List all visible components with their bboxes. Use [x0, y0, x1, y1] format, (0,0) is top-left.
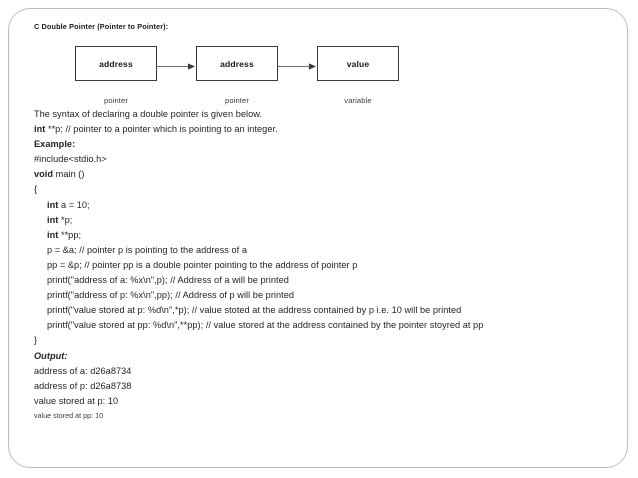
code-text: }: [34, 335, 38, 346]
code-text: a = 10;: [58, 199, 90, 210]
lesson-body: The syntax of declaring a double pointer…: [34, 107, 614, 423]
code-line: {: [34, 182, 614, 197]
code-line: pp = &p; // pointer pp is a double point…: [34, 258, 614, 273]
pointer-diagram: address address value pointer pointer va…: [9, 9, 629, 109]
diagram-box-pointer-2: address: [196, 46, 278, 81]
code-text: printf("value stored at pp: %d\n",**pp);…: [47, 320, 484, 331]
code-keyword: void: [34, 169, 54, 180]
code-line: printf("address of p: %x\n",pp); // Addr…: [34, 288, 614, 303]
diagram-caption-pointer-1: pointer: [104, 96, 128, 105]
code-text: printf("address of p: %x\n",pp); // Addr…: [47, 290, 295, 301]
slide-frame: C Double Pointer (Pointer to Pointer): a…: [8, 8, 628, 468]
code-text: p = &a; // pointer p is pointing to the …: [47, 244, 247, 255]
code-text: pp = &p; // pointer pp is a double point…: [47, 259, 358, 270]
diagram-caption-pointer-2: pointer: [225, 96, 249, 105]
code-line: p = &a; // pointer p is pointing to the …: [34, 243, 614, 258]
diagram-box-label: address: [220, 58, 254, 69]
output-line: address of a: d26a8734: [34, 365, 132, 376]
code-text: printf("value stored at p: %d\n",*p); //…: [47, 305, 462, 316]
code-line: int *p;: [34, 213, 614, 228]
code-text: **pp;: [58, 229, 82, 240]
arrow-icon-1: [157, 62, 195, 70]
code-line: int a = 10;: [34, 198, 614, 213]
code-text: printf("address of a: %x\n",p); // Addre…: [47, 275, 289, 286]
example-heading: Example:: [34, 139, 76, 150]
syntax-remainder: **p; // pointer to a pointer which is po…: [45, 124, 278, 135]
output-block: address of a: d26a8734 address of p: d26a…: [34, 364, 614, 423]
arrow-icon-2: [278, 62, 316, 70]
syntax-keyword: int: [34, 124, 46, 135]
code-line: int **pp;: [34, 228, 614, 243]
code-line: printf("value stored at p: %d\n",*p); //…: [34, 303, 614, 318]
code-text: {: [34, 184, 38, 195]
output-line: value stored at p: 10: [34, 395, 119, 406]
output-line: address of p: d26a8738: [34, 380, 132, 391]
code-line: printf("value stored at pp: %d\n",**pp);…: [34, 318, 614, 333]
output-line: value stored at pp: 10: [34, 411, 104, 420]
code-text: main (): [53, 169, 85, 180]
code-line: printf("address of a: %x\n",p); // Addre…: [34, 273, 614, 288]
code-keyword: int: [47, 214, 59, 225]
intro-text: The syntax of declaring a double pointer…: [34, 109, 262, 119]
output-heading: Output:: [34, 350, 68, 361]
page-title: C Double Pointer (Pointer to Pointer):: [34, 22, 169, 31]
code-keyword: int: [47, 199, 59, 210]
code-line: }: [34, 333, 614, 348]
code-text: #include<stdio.h>: [34, 154, 107, 165]
diagram-box-label: address: [99, 58, 133, 69]
syntax-line: int **p; // pointer to a pointer which i…: [34, 122, 614, 137]
diagram-box-variable: value: [317, 46, 399, 81]
diagram-box-pointer-1: address: [75, 46, 157, 81]
diagram-box-label: value: [346, 58, 370, 69]
code-line: #include<stdio.h>: [34, 152, 614, 167]
code-block: #include<stdio.h> void main () { int a = 10…: [34, 152, 614, 348]
diagram-caption-variable: variable: [344, 96, 372, 105]
code-text: *p;: [58, 214, 73, 225]
code-keyword: int: [47, 229, 59, 240]
code-line: void main (): [34, 167, 614, 182]
